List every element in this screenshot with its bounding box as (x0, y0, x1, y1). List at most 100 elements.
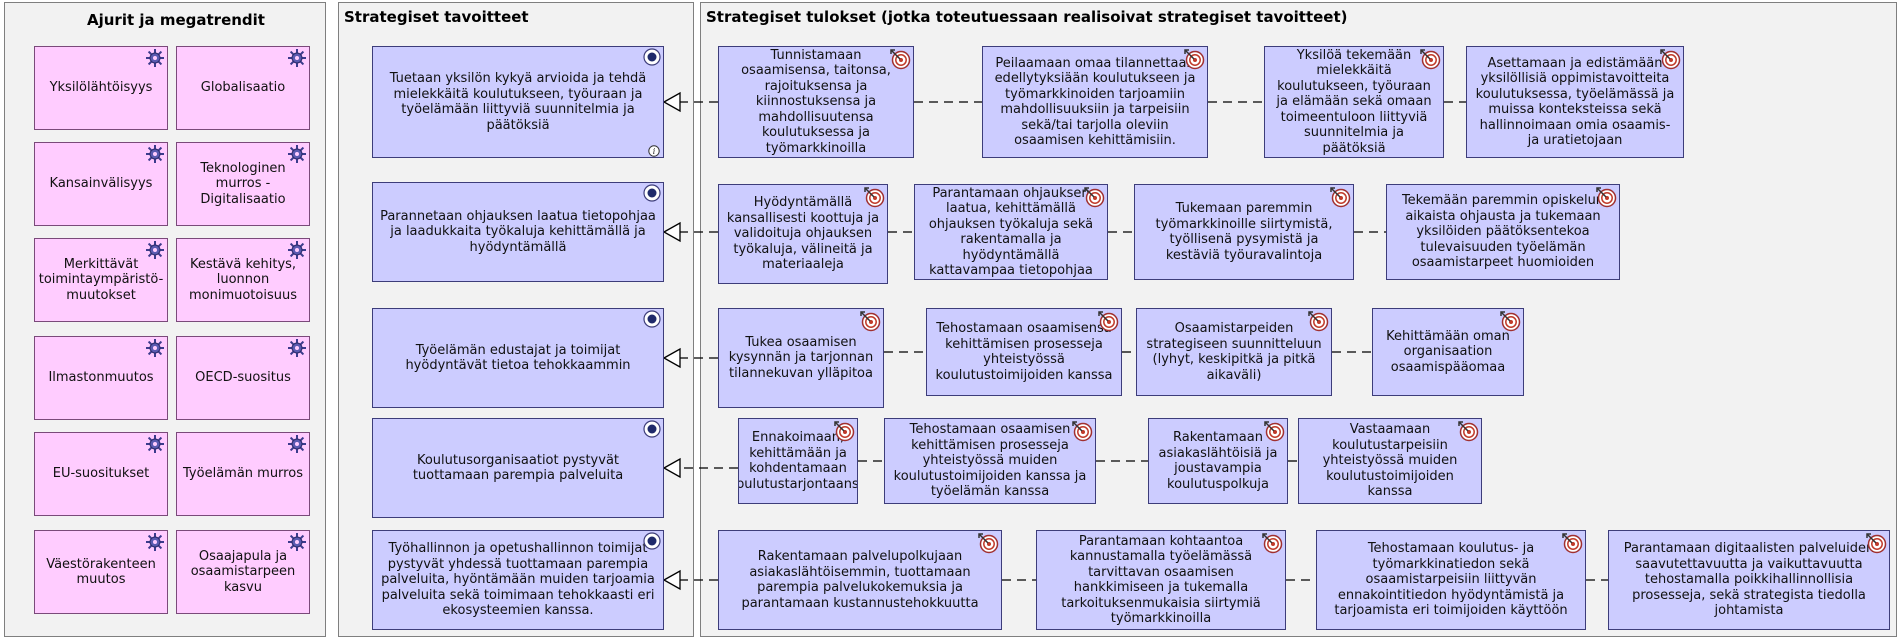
driver-box[interactable]: Yksilölähtöisyys (34, 46, 168, 130)
outcome-box-label: Hyödyntämällä kansallisesti koottuja ja … (726, 195, 880, 273)
driver-wheel-icon (145, 240, 165, 264)
driver-box-label: EU-suositukset (52, 466, 150, 482)
outcome-box[interactable]: Kehittämään oman organisaation osaamispä… (1372, 308, 1524, 396)
target-icon (1263, 420, 1285, 446)
driver-wheel-icon (287, 434, 307, 458)
outcome-box-label: Tehostamaan osaamisensa kehittämisen pro… (935, 321, 1113, 383)
target-icon (859, 310, 881, 336)
target-icon (1499, 310, 1521, 336)
driver-box[interactable]: OECD-suositus (176, 336, 310, 420)
outcome-box[interactable]: Rakentamaan asiakaslähtöisiä ja joustava… (1148, 418, 1288, 504)
driver-box[interactable]: Kestävä kehitys, luonnon monimuotoisuus (176, 238, 310, 322)
goal-box-label: Parannetaan ohjauksen laatua tietopohjaa… (380, 208, 656, 255)
driver-box-label: Teknologinen murros - Digitalisaatio (200, 160, 286, 207)
driver-wheel-icon (145, 144, 165, 168)
outcome-box[interactable]: Yksilöä tekemään mielekkäitä koulutuksee… (1264, 46, 1444, 158)
goal-box[interactable]: Tuetaan yksilön kykyä arvioida ja tehdä … (372, 46, 664, 158)
outcome-box-label: Tunnistamaan osaamisensa, taitonsa, rajo… (741, 47, 891, 156)
outcome-box-label: Osaamistarpeiden strategiseen suunnittel… (1146, 321, 1322, 383)
outcome-box[interactable]: Tehostamaan osaamisensa kehittämisen pro… (926, 308, 1122, 396)
driver-box[interactable]: Kansainvälisyys (34, 142, 168, 226)
outcome-box[interactable]: Rakentamaan palvelupolkujaan asiakasläht… (718, 530, 1002, 630)
svg-text:i: i (653, 147, 656, 156)
outcome-box-label: Rakentamaan palvelupolkujaan asiakasläht… (741, 549, 979, 611)
outcome-box-label: Kehittämään oman organisaation osaamispä… (1386, 328, 1510, 375)
outcome-box-label: Tekemään paremmin opiskelun aikaista ohj… (1401, 193, 1605, 271)
goal-dot-icon (643, 184, 661, 206)
outcome-box[interactable]: Peilaamaan omaa tilannettaan edellytyksi… (982, 46, 1208, 158)
target-icon (1097, 310, 1119, 336)
driver-box-label: Osaajapula ja osaamistarpeen kasvu (190, 548, 296, 595)
outcome-box-label: Tukemaan paremmin työmarkkinoille siirty… (1155, 201, 1333, 263)
outcome-box[interactable]: Vastaamaan koulutustarpeisiin yhteistyös… (1298, 418, 1482, 504)
goal-box-label: Työelämän edustajat ja toimijat hyödyntä… (405, 342, 631, 374)
driver-box-label: Merkittävät toimintaympäristö-muutokset (38, 256, 164, 303)
target-icon (1183, 48, 1205, 74)
driver-wheel-icon (145, 48, 165, 72)
outcome-box[interactable]: Tehostamaan koulutus- ja työmarkkinatied… (1316, 530, 1586, 630)
outcome-box-label: Parantamaan kohtaantoa kannustamalla työ… (1061, 533, 1261, 627)
driver-box-label: Väestörakenteen muutos (46, 556, 156, 588)
outcomes-group-title: Strategiset tulokset (jotka toteutuessaa… (706, 8, 1348, 26)
outcome-box-label: Tukea osaamisen kysynnän ja tarjonnan ti… (728, 334, 874, 381)
target-icon (863, 186, 885, 212)
outcome-box[interactable]: Tukea osaamisen kysynnän ja tarjonnan ti… (718, 308, 884, 408)
outcome-box-label: Tehostamaan koulutus- ja työmarkkinatied… (1334, 541, 1568, 619)
outcome-box[interactable]: Hyödyntämällä kansallisesti koottuja ja … (718, 184, 888, 284)
target-icon (1071, 420, 1093, 446)
driver-wheel-icon (287, 240, 307, 264)
outcome-box-label: Parantamaan digitaalisten palveluiden sa… (1623, 541, 1875, 619)
outcome-box-label: Tehostamaan osaamisen kehittämisen prose… (893, 422, 1087, 500)
goal-box[interactable]: Koulutusorganisaatiot pystyvät tuottamaa… (372, 418, 664, 518)
outcome-box[interactable]: Parantamaan digitaalisten palveluiden sa… (1608, 530, 1890, 630)
driver-box[interactable]: EU-suositukset (34, 432, 168, 516)
target-icon (1659, 48, 1681, 74)
target-icon (1457, 420, 1479, 446)
target-icon (1083, 186, 1105, 212)
driver-wheel-icon (145, 434, 165, 458)
outcome-box[interactable]: Parantamaan kohtaantoa kannustamalla työ… (1036, 530, 1286, 630)
outcome-box[interactable]: Tekemään paremmin opiskelun aikaista ohj… (1386, 184, 1620, 280)
goal-dot-icon (643, 420, 661, 442)
driver-box[interactable]: Ilmastonmuutos (34, 336, 168, 420)
goal-dot-icon (643, 310, 661, 332)
target-icon (1865, 532, 1887, 558)
outcome-box[interactable]: Tunnistamaan osaamisensa, taitonsa, rajo… (718, 46, 914, 158)
outcome-box[interactable]: Osaamistarpeiden strategiseen suunnittel… (1136, 308, 1332, 396)
outcome-box[interactable]: Tehostamaan osaamisen kehittämisen prose… (884, 418, 1096, 504)
goal-box[interactable]: Parannetaan ohjauksen laatua tietopohjaa… (372, 182, 664, 282)
driver-wheel-icon (287, 48, 307, 72)
goal-box[interactable]: Työelämän edustajat ja toimijat hyödyntä… (372, 308, 664, 408)
driver-box[interactable]: Työelämän murros (176, 432, 310, 516)
target-icon (1261, 532, 1283, 558)
outcome-box-label: Ennakoimaan, kehittämään ja kohdentamaan… (739, 430, 857, 492)
goals-group-title: Strategiset tavoitteet (344, 8, 529, 26)
outcome-box[interactable]: Tukemaan paremmin työmarkkinoille siirty… (1134, 184, 1354, 280)
outcome-box[interactable]: Parantamaan ohjauksen laatua, kehittämäl… (914, 184, 1108, 280)
info-icon[interactable]: i (648, 142, 660, 161)
goal-dot-icon (643, 532, 661, 554)
driver-box-label: Työelämän murros (183, 466, 303, 482)
driver-box[interactable]: Teknologinen murros - Digitalisaatio (176, 142, 310, 226)
goal-box[interactable]: Työhallinnon ja opetushallinnon toimijat… (372, 530, 664, 630)
drivers-group-title: Ajurit ja megatrendit (87, 11, 265, 29)
outcome-box[interactable]: Asettamaan ja edistämään yksilöllisiä op… (1466, 46, 1684, 158)
driver-box[interactable]: Osaajapula ja osaamistarpeen kasvu (176, 530, 310, 614)
driver-wheel-icon (287, 338, 307, 362)
outcome-box-label: Rakentamaan asiakaslähtöisiä ja joustava… (1158, 430, 1278, 492)
driver-box[interactable]: Merkittävät toimintaympäristö-muutokset (34, 238, 168, 322)
target-icon (1561, 532, 1583, 558)
target-icon (1307, 310, 1329, 336)
driver-box-label: Ilmastonmuutos (48, 370, 154, 386)
outcome-box-label: Yksilöä tekemään mielekkäitä koulutuksee… (1276, 47, 1432, 156)
driver-box[interactable]: Globalisaatio (176, 46, 310, 130)
driver-wheel-icon (145, 338, 165, 362)
target-icon (1419, 48, 1441, 74)
goal-box-label: Tuetaan yksilön kykyä arvioida ja tehdä … (389, 71, 647, 133)
driver-box[interactable]: Väestörakenteen muutos (34, 530, 168, 614)
driver-box-label: OECD-suositus (195, 370, 291, 386)
target-icon (1595, 186, 1617, 212)
target-icon (1329, 186, 1351, 212)
driver-box-label: Yksilölähtöisyys (49, 80, 153, 96)
goal-box-label: Työhallinnon ja opetushallinnon toimijat… (381, 541, 655, 619)
